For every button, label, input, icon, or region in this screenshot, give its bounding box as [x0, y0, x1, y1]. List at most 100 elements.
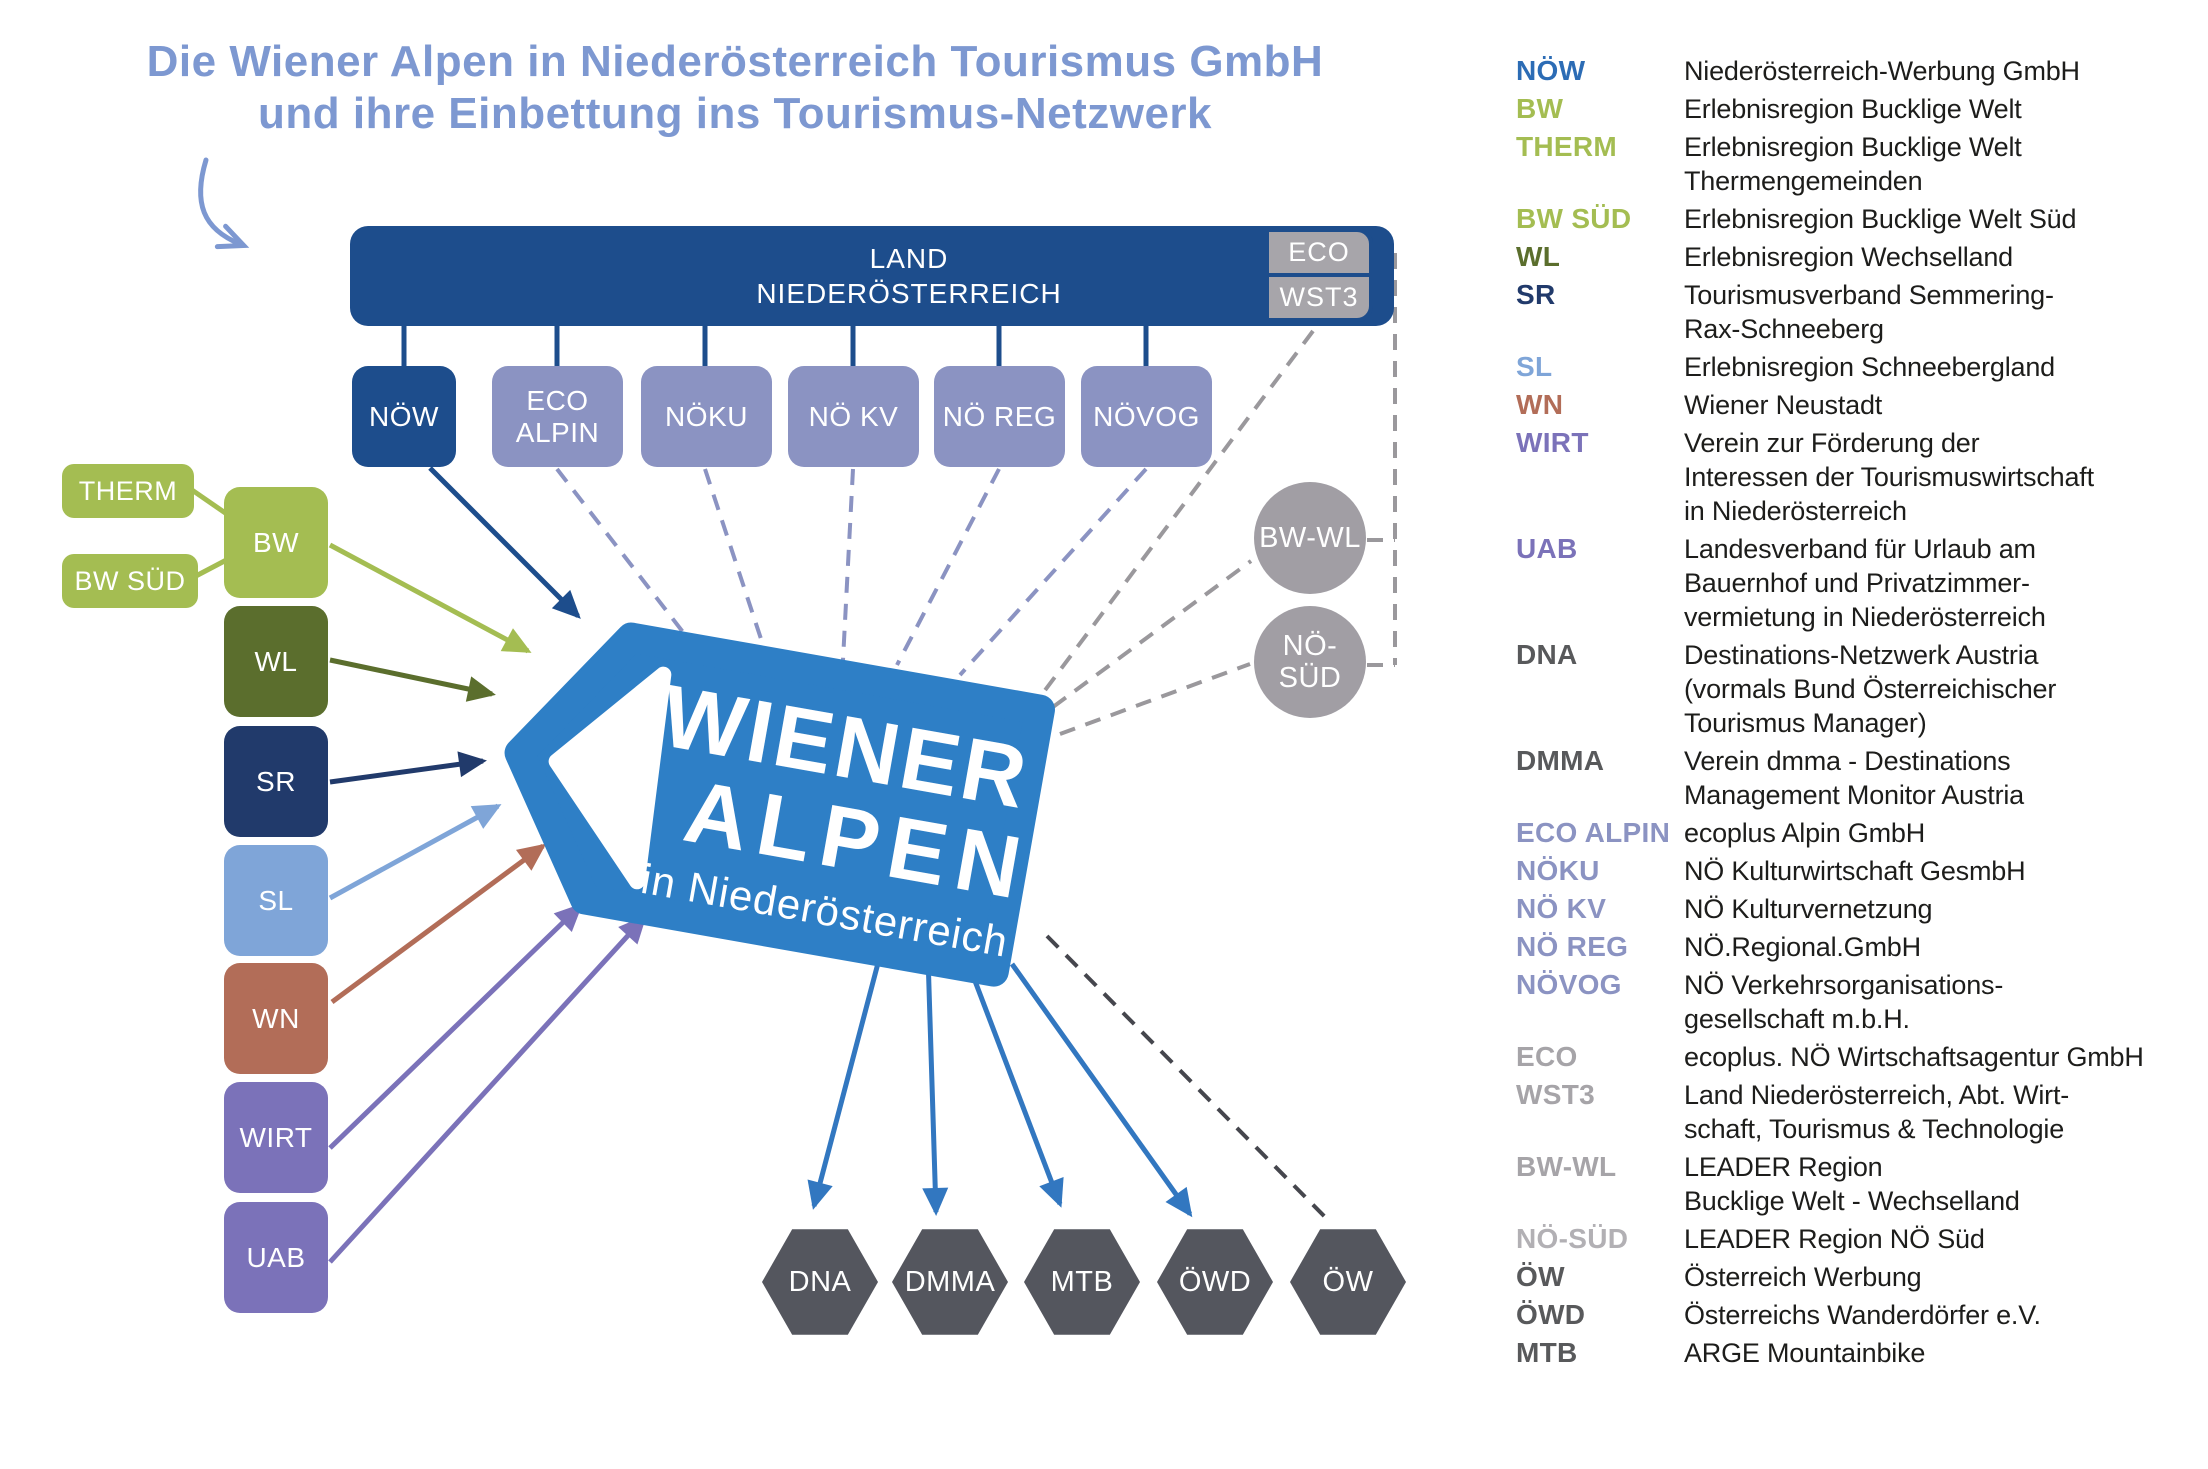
legend-text: Erlebnisregion Bucklige Welt	[1684, 94, 2022, 124]
legend-abbr: NÖW	[1516, 55, 1586, 86]
legend-text: Erlebnisregion Bucklige Welt Süd	[1684, 204, 2077, 234]
node-therm: THERM	[62, 464, 194, 518]
tag-hexagon-arrows	[807, 947, 1193, 1218]
tag-notch	[548, 666, 672, 890]
legend-text: ecoplus. NÖ Wirtschaftsagentur GmbH	[1684, 1042, 2144, 1072]
legend-abbr: SL	[1516, 351, 1553, 382]
legend-entry: BW Erlebnisregion Bucklige Welt	[1516, 92, 2204, 126]
legend-entry: ECO ALPIN ecoplus Alpin GmbH	[1516, 816, 2204, 850]
dna-label: DNA	[788, 1265, 852, 1298]
node-sl: SL	[224, 845, 328, 956]
noew-label: NÖW	[369, 400, 439, 432]
page-title: Die Wiener Alpen in Niederösterreich Tou…	[70, 36, 1400, 140]
land-label-line-1: LAND	[869, 243, 949, 274]
noe-reg-label: NÖ REG	[942, 400, 1057, 432]
legend-abbr: NÖKU	[1516, 855, 1600, 886]
legend-text: LEADER Region NÖ Süd	[1684, 1224, 1985, 1254]
legend-abbr: BW-WL	[1516, 1151, 1617, 1182]
mtb-label: MTB	[1050, 1265, 1114, 1298]
title-line-1: Die Wiener Alpen in Niederösterreich Tou…	[146, 37, 1324, 86]
edge-sr-tag	[329, 751, 487, 785]
legend-text: Wiener Neustadt	[1684, 390, 1883, 420]
legend-text: ecoplus Alpin GmbH	[1684, 818, 1926, 848]
edge-wl-tag	[329, 657, 496, 702]
legend-text: ARGE Mountainbike	[1684, 1338, 1926, 1368]
sl-label: SL	[258, 884, 294, 916]
legend-abbr: WST3	[1516, 1079, 1595, 1110]
node-wst3: WST3	[1265, 273, 1373, 322]
legend-text: Österreich Werbung	[1684, 1262, 1922, 1292]
legend-abbr: ECO ALPIN	[1516, 817, 1671, 848]
legend-abbr: ÖWD	[1516, 1299, 1586, 1330]
node-wirt: WIRT	[224, 1082, 328, 1193]
node-noe-sued: NÖ- SÜD	[1254, 606, 1366, 718]
node-eco-alpin: ECO ALPIN	[492, 366, 623, 467]
legend-abbr: WIRT	[1516, 427, 1589, 458]
node-bw-wl: BW-WL	[1254, 482, 1366, 594]
node-noew: NÖW	[352, 366, 456, 467]
legend-text: Destinations-Netzwerk Austria(vormals Bu…	[1684, 640, 2057, 738]
node-land-niederoesterreich: LAND NIEDERÖSTERREICH	[350, 226, 1394, 326]
legend-abbr: WL	[1516, 241, 1561, 272]
legend-abbr: DNA	[1516, 639, 1578, 670]
legend-entry: MTB ARGE Mountainbike	[1516, 1336, 2204, 1370]
land-child-connectors	[401, 324, 1149, 367]
edge-wn-tag	[330, 843, 547, 1005]
eco-label: ECO	[1288, 237, 1350, 267]
legend-text: Erlebnisregion Wechselland	[1684, 242, 2013, 272]
legend-abbr: NÖ KV	[1516, 893, 1607, 924]
edge-bw-tag	[328, 542, 532, 654]
legend-abbr: SR	[1516, 279, 1556, 310]
edge-sl-tag	[328, 803, 502, 901]
legend-abbr: BW SÜD	[1516, 203, 1632, 234]
legend-abbr: BW	[1516, 93, 1564, 124]
legend-abbr: NÖVOG	[1516, 969, 1622, 1000]
edge-noew-tag	[428, 466, 581, 619]
dmma-label: DMMA	[904, 1265, 996, 1298]
therm-label: THERM	[78, 475, 178, 506]
legend-text: NÖ.Regional.GmbH	[1684, 932, 1921, 962]
title-pointer-arrow-icon	[198, 157, 250, 250]
node-sr: SR	[224, 726, 328, 837]
edge-wirt-tag	[328, 903, 583, 1150]
eco-alpin-label-line-1: ECO	[526, 385, 589, 417]
legend-entry: BW SÜD Erlebnisregion Bucklige Welt Süd	[1516, 202, 2204, 236]
bw-sued-label: BW SÜD	[74, 565, 186, 596]
node-wn: WN	[224, 963, 328, 1074]
legend-abbr: MTB	[1516, 1337, 1578, 1368]
legend-abbr: THERM	[1516, 131, 1618, 162]
dashed-top-row-edges	[555, 467, 1148, 677]
edge-tag-oew	[1045, 934, 1333, 1225]
noevog-label: NÖVOG	[1093, 400, 1200, 432]
node-bw-sued: BW SÜD	[62, 554, 198, 608]
legend-abbr: WN	[1516, 389, 1564, 420]
node-eco: ECO	[1265, 228, 1373, 277]
noe-sued-label-line-2: SÜD	[1278, 662, 1342, 694]
wl-label: WL	[254, 645, 298, 677]
node-wl: WL	[224, 606, 328, 717]
oew-label: ÖW	[1322, 1265, 1374, 1298]
legend-abbr: ECO	[1516, 1041, 1578, 1072]
noeku-label: NÖKU	[665, 400, 748, 432]
legend-abbr: ÖW	[1516, 1261, 1565, 1292]
node-noe-kv: NÖ KV	[788, 366, 919, 467]
